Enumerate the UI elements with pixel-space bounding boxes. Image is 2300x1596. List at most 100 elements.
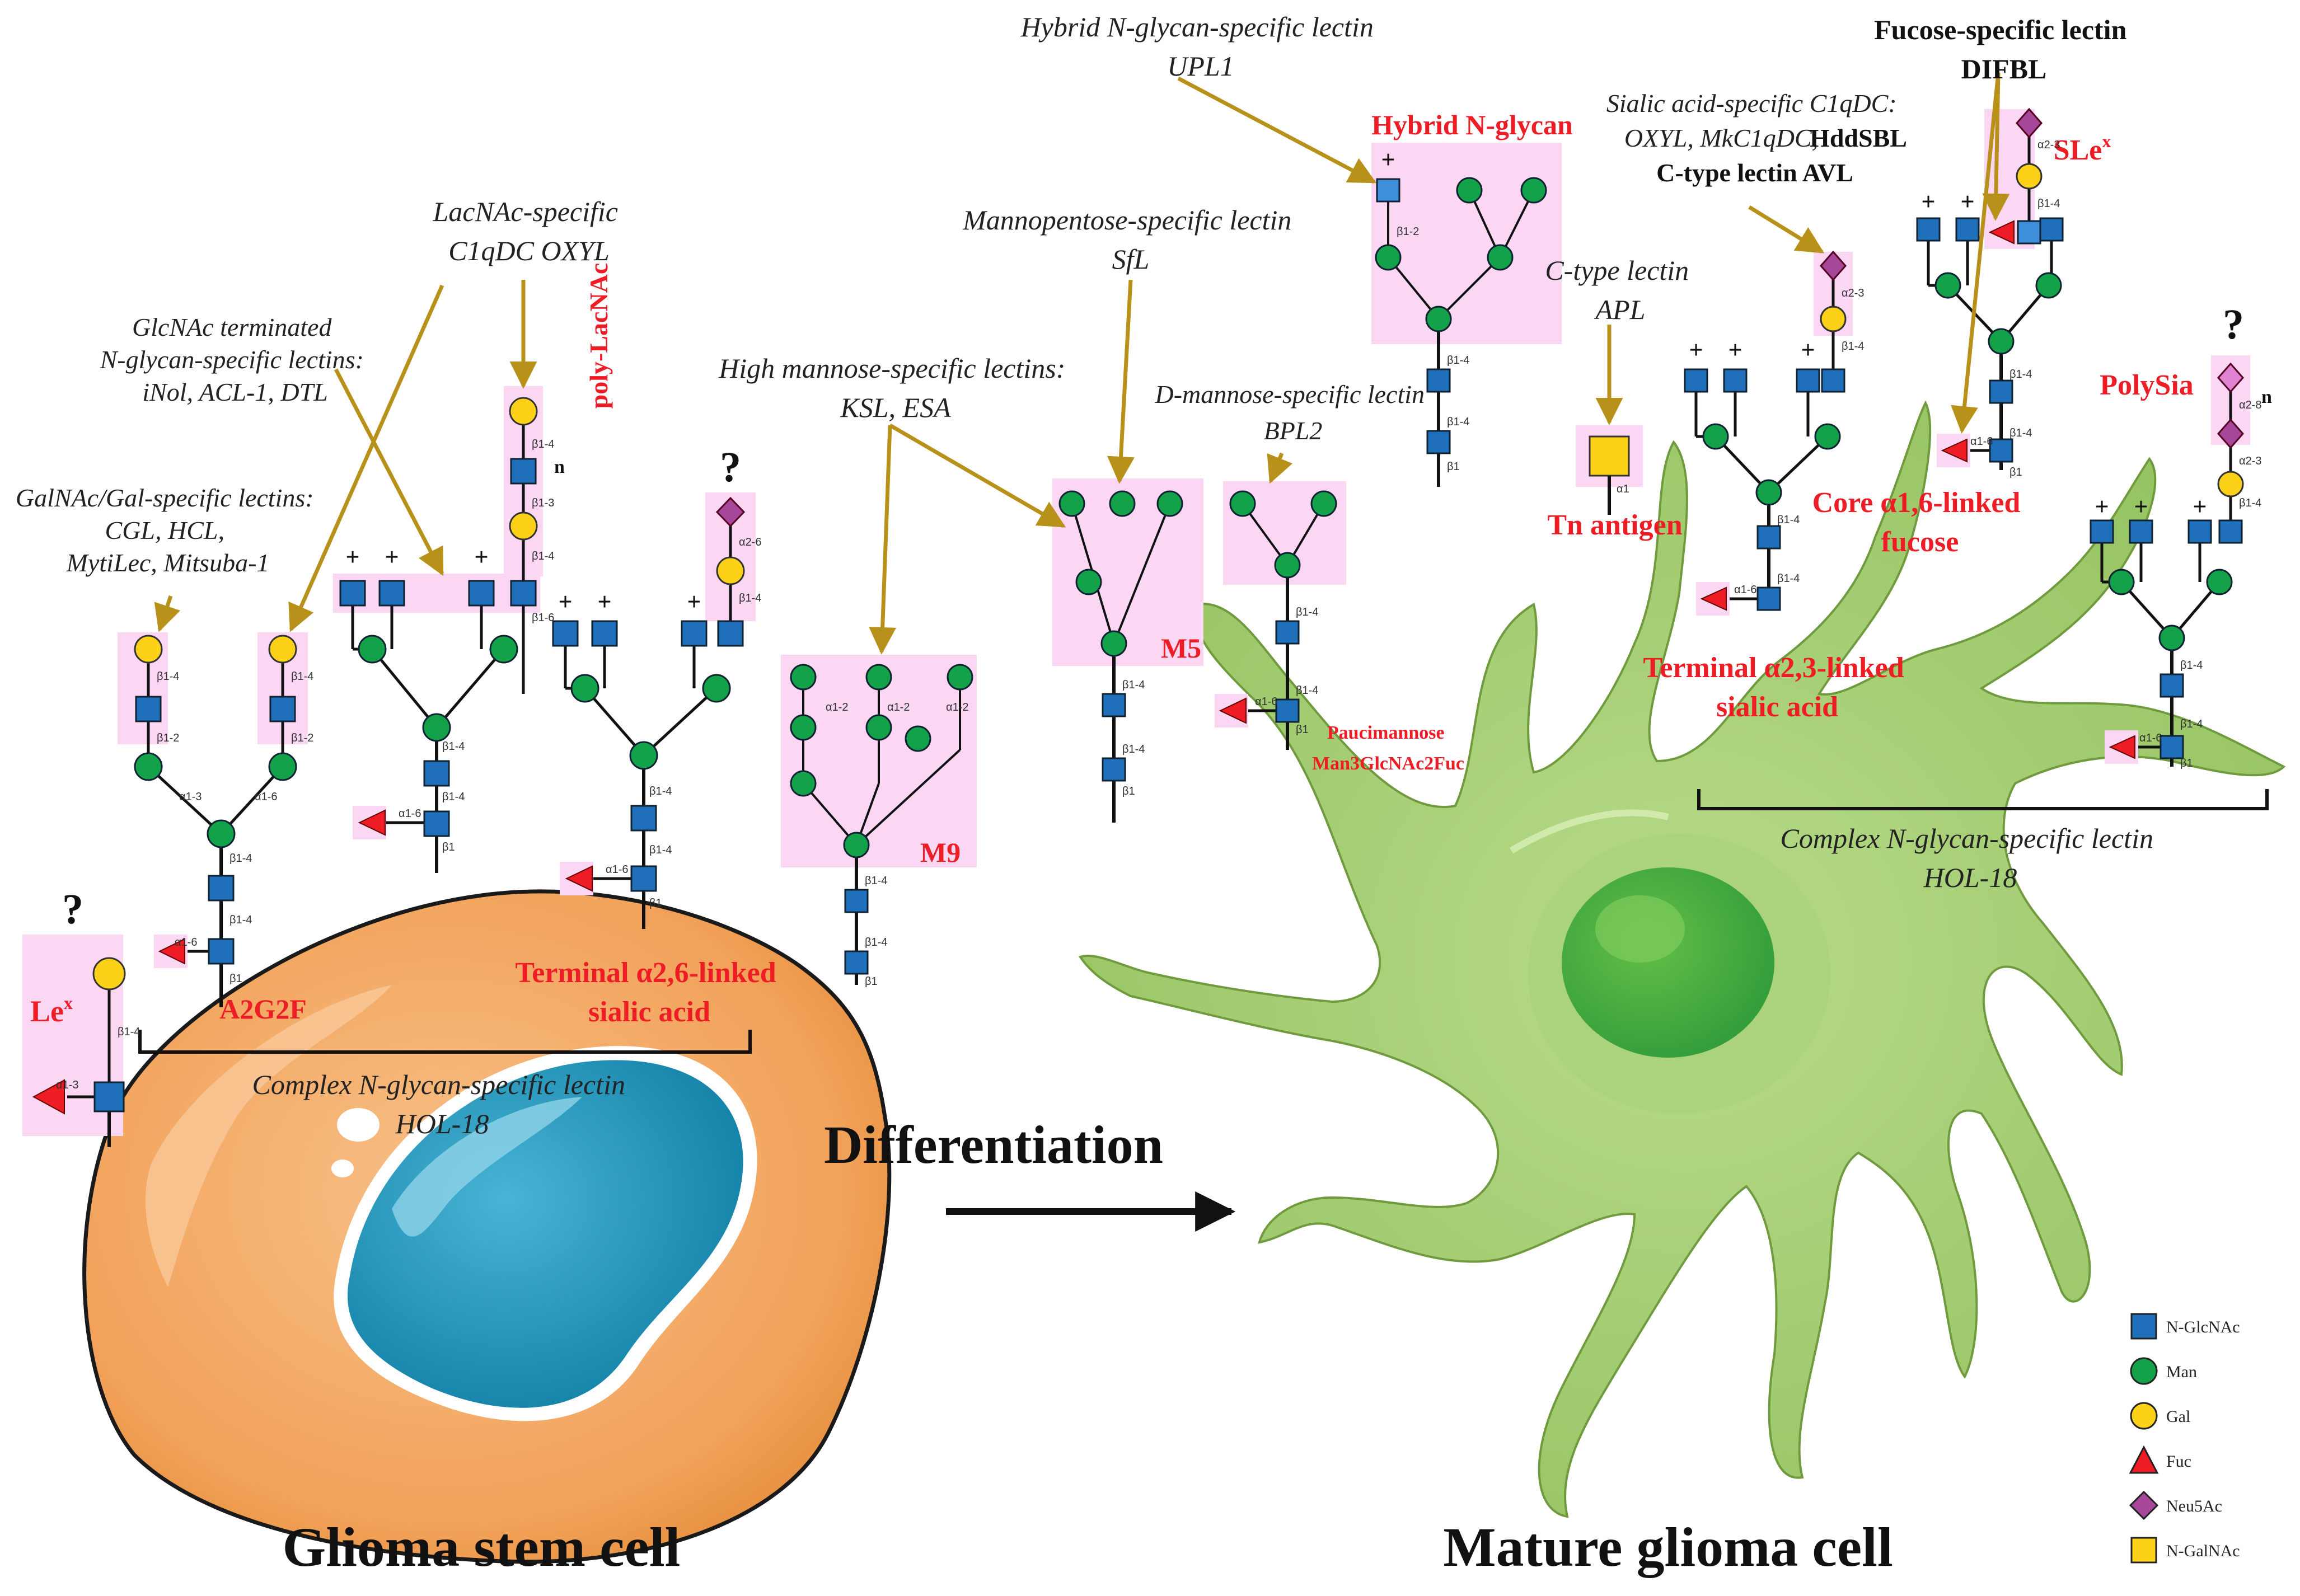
svg-text:β1: β1 [2180,757,2193,769]
svg-text:+: + [345,543,359,571]
label-slex: SLe [2054,134,2102,166]
legend-label: Fuc [2166,1452,2191,1471]
svg-text:β1: β1 [1296,724,1309,736]
svg-text:α2-8: α2-8 [2239,399,2261,411]
svg-text:β1-2: β1-2 [1397,226,1419,238]
label-term-a26-line2: sialic acid [588,996,710,1028]
svg-text:β1-4: β1-4 [649,844,672,856]
lectin-labels: GalNAc/Gal-specific lectins: CGL, HCL, M… [16,11,2161,1139]
legend-label: Gal [2166,1407,2190,1426]
svg-text:Lex: Lex [30,993,73,1028]
label-term-a26-line1: Terminal α2,6-linked [515,957,776,989]
svg-text:β1: β1 [865,975,878,988]
svg-text:+: + [1689,336,1703,364]
svg-text:β1-4: β1-4 [442,791,465,803]
label-lex-sup: x [64,993,73,1013]
svg-text:α1-6: α1-6 [255,791,277,803]
legend-symbol-n-galnac [2130,1537,2157,1564]
svg-text:α2-3: α2-3 [2239,455,2261,467]
svg-text:β1-4: β1-4 [739,592,761,604]
svg-text:Complex N-glycan-specific lect: Complex N-glycan-specific lectin HOL-18 [252,1069,633,1139]
label-hybrid: Hybrid N-glycan [1371,109,1573,140]
glycan-polysia: + + + ? n [2090,301,2272,767]
svg-text:+: + [1921,188,1935,215]
svg-text:β1-4: β1-4 [442,740,465,753]
glycan-a2g2f [118,632,308,1007]
svg-text:+: + [597,588,611,616]
lectin-highmannose-line1: High mannose-specific lectins: [718,353,1065,384]
svg-text:β1-4: β1-4 [1296,684,1318,697]
lectin-sialic-line3: HddSBL [1810,124,1907,152]
lectin-glcnac-line1: GlcNAc terminated [132,313,332,341]
svg-text:High mannose-specific lectins:: High mannose-specific lectins: KSL, ESA [718,353,1072,423]
glioma-stem-cell [82,889,892,1564]
lectin-dmannose-line1: D-mannose-specific lectin [1154,380,1425,409]
svg-text:β1-4: β1-4 [157,670,179,683]
repeat-n-polysia: n [2261,387,2272,407]
glycan-paucimannose [1215,481,1346,750]
svg-text:β1-4: β1-4 [1296,606,1318,618]
lectin-hybrid-line1: Hybrid N-glycan-specific lectin [1020,11,1374,43]
svg-text:LacNAc-specific C1qDC OX: LacNAc-specific C1qDC OXYL [433,196,625,266]
lectin-sialic-line1: Sialic acid-specific C1qDC: [1606,89,1897,118]
svg-text:β1: β1 [229,973,242,985]
svg-text:Complex N-glycan-specific lect: Complex N-glycan-specific lectin HOL-18 [1781,823,2161,893]
lectin-sialic-line2: OXYL, MkC1qDC, [1624,124,1818,152]
svg-text:β1-4: β1-4 [2037,198,2060,210]
svg-text:β1: β1 [649,897,662,909]
glycan-tn [1576,425,1643,515]
svg-text:α1-6: α1-6 [1255,696,1277,708]
unknown-mark-polysia: ? [2223,301,2244,348]
glycan-lex: ? [22,886,126,1147]
svg-text:Sialic acid-specific C1qDC:: Sialic acid-specific C1qDC: OXYL, MkC1qD… [1606,89,1903,152]
svg-text:+: + [2193,493,2207,520]
svg-text:Terminal α2,3-linked sia: Terminal α2,3-linked sialic acid [1643,652,1911,723]
legend-label: Man [2166,1363,2197,1381]
svg-text:β1-4: β1-4 [1447,416,1469,428]
svg-text:α1-2: α1-2 [946,701,968,713]
lectin-fucose-line1: Fucose-specific lectin [1874,14,2126,45]
svg-text:β1: β1 [442,841,455,853]
svg-text:β1-4: β1-4 [865,936,887,949]
svg-text:β1-4: β1-4 [649,785,672,797]
glycan-terminal-a23: + + + [1684,250,1853,616]
svg-text:α1-3: α1-3 [179,791,202,803]
svg-text:α1-3: α1-3 [56,1079,78,1091]
svg-text:GlcNAc terminated N-glyc: GlcNAc terminated N-glycan-specific lect… [100,313,371,406]
svg-text:Hybrid N-glycan-specific lecti: Hybrid N-glycan-specific lectin UPL1 [1020,11,1381,82]
lectin-mannopentose-line2: SfL [1112,243,1150,275]
glycan-m9 [781,655,977,985]
lectin-sialic-line4: C-type lectin AVL [1656,158,1853,187]
lectin-glcnac-line3: iNol, ACL-1, DTL [142,378,327,406]
svg-text:α1-6: α1-6 [2139,732,2162,744]
lectin-lacnac-line1: LacNAc-specific [433,196,618,227]
differentiation-label: Differentiation [824,1115,1163,1175]
svg-text:β1-4: β1-4 [1842,340,1864,353]
glycan-hybrid: + [1371,143,1562,487]
svg-text:β1: β1 [2009,466,2022,478]
legend-label: N-GalNAc [2166,1542,2240,1560]
legend-symbol-neu5ac [2129,1490,2159,1520]
svg-text:α1: α1 [1617,483,1629,495]
legend-symbol-man [2130,1357,2158,1385]
legend-symbol-n-glcnac [2130,1313,2157,1340]
svg-text:C-type lectin APL: C-type lectin APL [1545,255,1695,325]
svg-text:α1-6: α1-6 [175,936,197,949]
svg-text:D-mannose-specific lectin: D-mannose-specific lectin BPL2 [1154,380,1431,445]
svg-text:+: + [558,588,572,616]
svg-text:β1-4: β1-4 [2009,368,2032,381]
lectin-complex-left-line1: Complex N-glycan-specific lectin [252,1069,625,1100]
label-core-fuc-line2: fucose [1881,526,1959,558]
lectin-dmannose-line2: BPL2 [1264,416,1323,445]
svg-text:α2-6: α2-6 [739,536,761,548]
linkage-labels: β1-4 β1-2 β1-4 β1-2 α1-3 α1-6 β1-4 β1-4 … [56,139,2261,1091]
svg-text:β1: β1 [1122,785,1135,797]
svg-text:α1-2: α1-2 [887,701,910,713]
lectin-complex-right-line1: Complex N-glycan-specific lectin [1781,823,2153,854]
lectin-glcnac-line2: N-glycan-specific lectins: [100,345,364,374]
unknown-mark: ? [720,444,741,491]
label-pauci-line1: Paucimannose [1327,722,1445,743]
svg-text:α2-3: α2-3 [1842,287,1864,299]
unknown-mark-lex: ? [62,886,83,933]
